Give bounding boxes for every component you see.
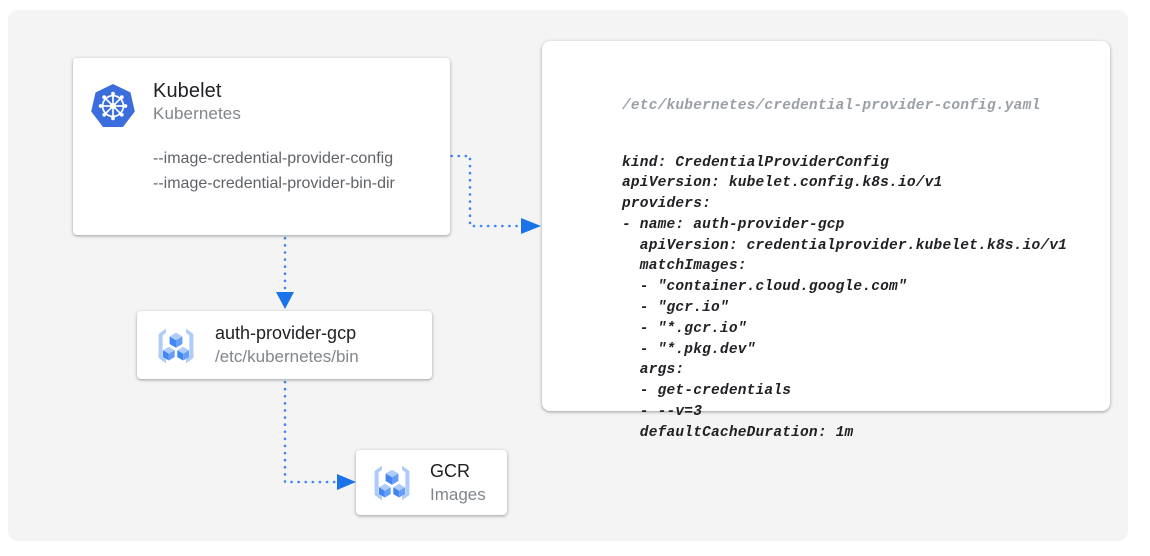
yaml-config-panel: /etc/kubernetes/credential-provider-conf… (542, 41, 1110, 441)
auth-provider-title: auth-provider-gcp (215, 323, 357, 343)
yaml-config-content: kind: CredentialProviderConfig apiVersio… (622, 154, 1068, 441)
container-registry-icon (370, 461, 414, 505)
gcr-title: GCR (430, 461, 470, 481)
kubelet-flag-config: --image-credential-provider-config (153, 150, 394, 167)
auth-provider-heading-group: auth-provider-gcp /etc/kubernetes/bin (215, 321, 359, 368)
gcr-heading-group: GCR Images (430, 459, 486, 506)
kubelet-subtitle: Kubernetes (153, 104, 241, 123)
gcr-subtitle: Images (430, 485, 486, 504)
node-kubelet[interactable]: Kubelet Kubernetes --image-credential-pr… (73, 58, 450, 235)
kubelet-flag-list: --image-credential-provider-config --ima… (153, 146, 395, 196)
kubelet-title: Kubelet (153, 80, 222, 102)
kubernetes-logo-icon (89, 82, 137, 130)
node-gcr[interactable]: GCR Images (356, 450, 507, 515)
auth-provider-subtitle: /etc/kubernetes/bin (215, 347, 359, 366)
kubelet-heading-group: Kubelet Kubernetes (153, 79, 241, 125)
node-auth-provider-gcp[interactable]: auth-provider-gcp /etc/kubernetes/bin (137, 311, 432, 379)
kubelet-flag-bin-dir: --image-credential-provider-bin-dir (153, 175, 395, 192)
container-registry-icon (154, 324, 198, 368)
yaml-file-path: /etc/kubernetes/credential-provider-conf… (622, 98, 1041, 114)
